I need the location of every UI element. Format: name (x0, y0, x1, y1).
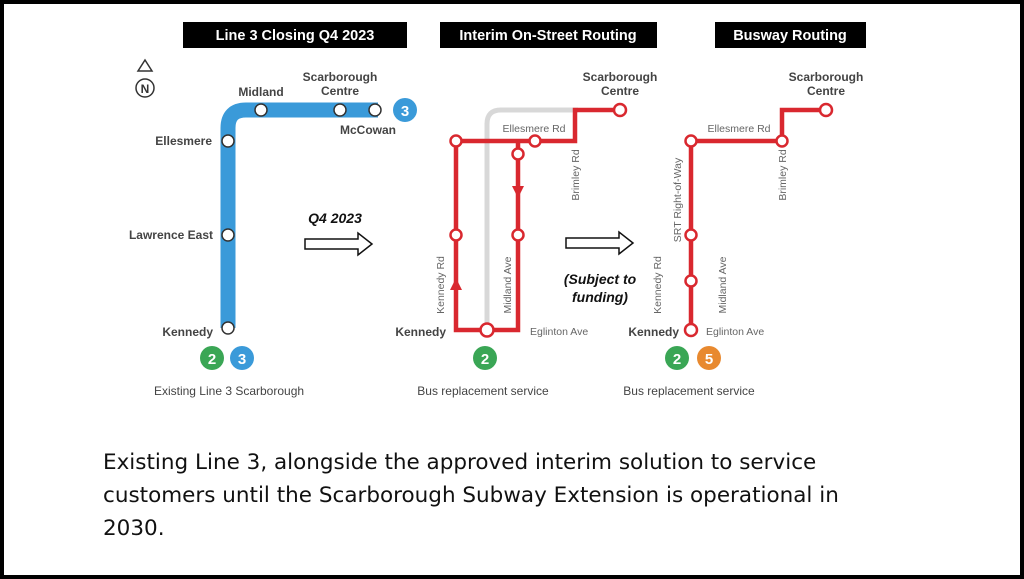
station-scarborough-centre-2: Centre (807, 84, 845, 98)
road-kennedy: Kennedy Rd (435, 256, 447, 314)
road-srt-right-of-way: SRT Right-of-Way (672, 157, 684, 242)
line3-badge-icon (393, 98, 417, 122)
transition-q4-2023: Q4 2023 (308, 210, 362, 226)
panel-interim-routing: Interim On-Street Routing Scarborough Ce… (395, 22, 657, 398)
station-kennedy: Kennedy (162, 325, 213, 339)
panel2-title-box (440, 22, 657, 48)
station-scarborough-centre-1: Scarborough (303, 70, 378, 84)
figure-caption: Existing Line 3, alongside the approved … (103, 450, 839, 541)
panel3-caption: Bus replacement service (623, 384, 755, 398)
svg-text:5: 5 (705, 351, 713, 368)
line2-badge-icon (665, 346, 689, 370)
figure-frame (4, 4, 1020, 575)
station-kennedy: Kennedy (628, 325, 679, 339)
line5-badge-icon (697, 346, 721, 370)
svg-text:2: 2 (481, 351, 489, 368)
panel1-title: Line 3 Closing Q4 2023 (216, 28, 375, 44)
station-scarborough-centre-1: Scarborough (789, 70, 864, 84)
arrow-down-icon (512, 186, 524, 198)
svg-text:N: N (141, 82, 150, 96)
road-eglinton: Eglinton Ave (706, 326, 764, 338)
station-kennedy: Kennedy (395, 325, 446, 339)
svg-text:2: 2 (673, 351, 681, 368)
subject-to-funding-2: funding) (572, 289, 628, 305)
station-scarborough-centre-2: Centre (321, 84, 359, 98)
road-kennedy: Kennedy Rd (652, 256, 664, 314)
panel3-title-box (715, 22, 866, 48)
road-midland: Midland Ave (502, 256, 514, 313)
station-mccowan: McCowan (340, 123, 396, 137)
line3-stations (221, 103, 382, 335)
panel2-caption: Bus replacement service (417, 384, 549, 398)
station-scarborough-centre-2: Centre (601, 84, 639, 98)
north-arrow-icon: N (135, 58, 155, 98)
former-line3-route (484, 107, 578, 330)
arrow-right-icon (565, 230, 635, 256)
svg-text:2: 2 (208, 351, 216, 368)
line3-badge-icon (230, 346, 254, 370)
panel2-title: Interim On-Street Routing (459, 28, 636, 44)
panel3-title: Busway Routing (733, 28, 847, 44)
station-ellesmere: Ellesmere (155, 134, 212, 148)
line3-route (220, 102, 378, 328)
bus-route (453, 107, 620, 333)
station-lawrence-east: Lawrence East (129, 228, 213, 242)
road-midland: Midland Ave (717, 256, 729, 313)
panel-busway-routing: Busway Routing Scarborough Centre Ellesm… (623, 22, 866, 398)
arrow-right-icon (304, 231, 374, 257)
panel1-title-box (183, 22, 407, 48)
road-ellesmere: Ellesmere Rd (707, 123, 770, 135)
station-midland: Midland (238, 85, 283, 99)
road-ellesmere: Ellesmere Rd (502, 123, 565, 135)
arrow-up-icon (450, 278, 462, 290)
station-scarborough-centre-1: Scarborough (583, 70, 658, 84)
busway-stops (683, 102, 834, 338)
line2-badge-icon (473, 346, 497, 370)
panel-existing-line3: Line 3 Closing Q4 2023 N 3 Kennedy Lawre… (129, 22, 417, 398)
road-brimley: Brimley Rd (777, 149, 789, 201)
road-eglinton: Eglinton Ave (530, 326, 588, 338)
subject-to-funding-1: (Subject to (564, 271, 637, 287)
bus-stops (449, 102, 628, 338)
svg-text:3: 3 (401, 103, 409, 120)
line2-badge-icon (200, 346, 224, 370)
busway-route (688, 107, 826, 330)
panel1-caption: Existing Line 3 Scarborough (154, 384, 304, 398)
svg-text:3: 3 (238, 351, 246, 368)
road-brimley: Brimley Rd (570, 149, 582, 201)
